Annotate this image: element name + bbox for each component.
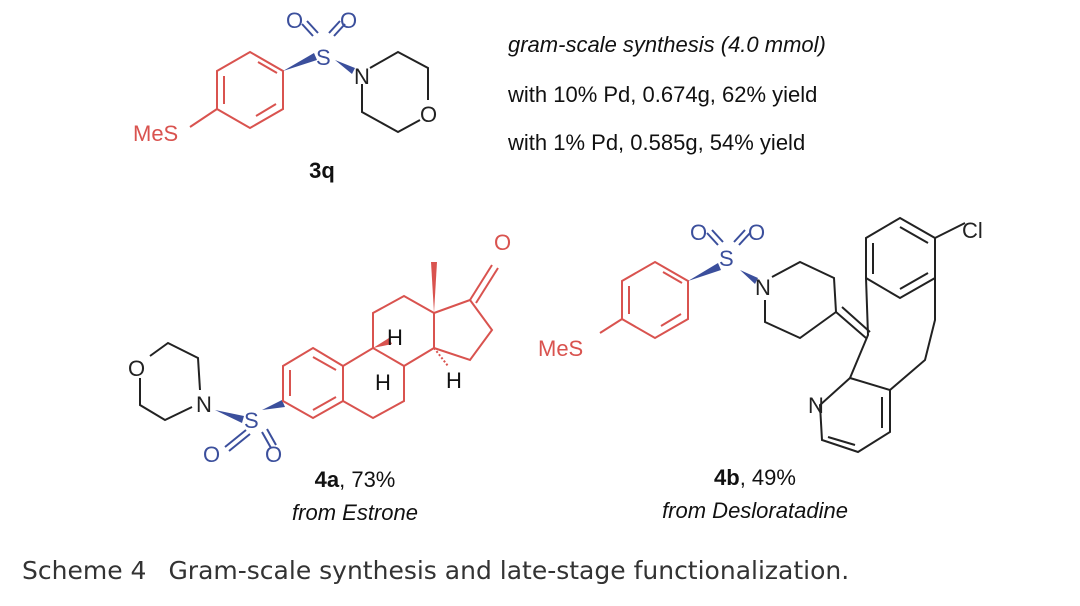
h-label: H xyxy=(375,370,391,395)
source-4b: from Desloratadine xyxy=(662,498,848,523)
compound-label-4a: 4a, 73% xyxy=(315,467,396,492)
oxygen-label: O xyxy=(420,102,437,127)
gram-scale-notes: gram-scale synthesis (4.0 mmol) with 10%… xyxy=(507,32,826,155)
nitrogen-label: N xyxy=(354,64,370,89)
label-4a: 4a xyxy=(315,467,340,492)
oxygen-label: O xyxy=(203,442,220,467)
compound-label-3q: 3q xyxy=(309,158,335,183)
sulfur-label: S xyxy=(244,408,259,433)
oxygen-label: O xyxy=(494,230,511,255)
oxygen-label: O xyxy=(690,220,707,245)
nitrogen-label: N xyxy=(196,392,212,417)
scheme-caption: Scheme 4 Gram-scale synthesis and late-st… xyxy=(22,556,871,585)
compound-label-4b: 4b, 49% xyxy=(714,465,796,490)
label-4b: 4b xyxy=(714,465,740,490)
caption-text: Gram-scale synthesis and late-stage func… xyxy=(168,556,850,585)
oxygen-label: O xyxy=(286,8,303,33)
caption-number: Scheme 4 xyxy=(22,556,147,585)
yield-4a: , 73% xyxy=(339,467,395,492)
compound-4a: O N S O O O H H H 4a, 73% from Estrone xyxy=(128,230,511,525)
oxygen-label: O xyxy=(748,220,765,245)
gram-scale-line-1: with 10% Pd, 0.674g, 62% yield xyxy=(507,82,817,107)
oxygen-label: O xyxy=(128,356,145,381)
gram-scale-line-2: with 1% Pd, 0.585g, 54% yield xyxy=(507,130,805,155)
source-4a: from Estrone xyxy=(292,500,418,525)
oxygen-label: O xyxy=(340,8,357,33)
compound-3q: MeS S O O N O 3q xyxy=(133,8,437,183)
sulfur-label: S xyxy=(316,45,331,70)
chlorine-label: Cl xyxy=(962,218,983,243)
compound-4b: MeS S O O N N Cl 4b, 49% from Desloratad… xyxy=(538,216,983,523)
mes-label: MeS xyxy=(538,336,583,361)
gram-scale-title: gram-scale synthesis (4.0 mmol) xyxy=(508,32,826,57)
h-label: H xyxy=(446,368,462,393)
nitrogen-label: N xyxy=(755,275,771,300)
mes-label: MeS xyxy=(133,121,178,146)
nitrogen-label: N xyxy=(808,393,824,418)
sulfur-label: S xyxy=(719,246,734,271)
yield-4b: , 49% xyxy=(740,465,796,490)
oxygen-label: O xyxy=(265,442,282,467)
h-label: H xyxy=(387,325,403,350)
